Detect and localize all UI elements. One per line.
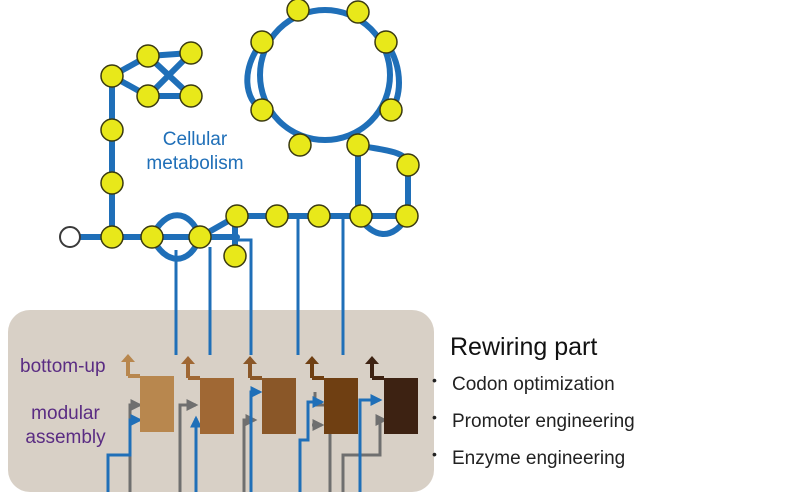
modular-assembly-label: modular assembly <box>18 402 113 450</box>
rewiring-title: Rewiring part <box>450 333 598 361</box>
module-2 <box>181 356 234 434</box>
rewiring-item-text: Codon optimization <box>452 374 615 395</box>
bullet-icon: • <box>432 372 437 388</box>
metabolism-line-1: Cellular <box>162 129 228 150</box>
module-5 <box>365 356 418 434</box>
rewiring-list: • Codon optimization • Promoter engineerin… <box>432 372 635 483</box>
module-1 <box>121 354 174 432</box>
bottom-up-label: bottom-up <box>20 356 106 377</box>
rewiring-item: • Promoter engineering <box>432 409 635 446</box>
rewiring-item-text: Promoter engineering <box>452 411 635 432</box>
modular-line-2: assembly <box>25 427 106 448</box>
rewiring-item: • Enzyme engineering <box>432 446 635 483</box>
module-3 <box>243 356 296 434</box>
rewiring-item: • Codon optimization <box>432 372 635 409</box>
enzyme-links <box>174 216 345 355</box>
enzyme-modules <box>121 354 418 434</box>
rewiring-item-text: Enzyme engineering <box>452 448 626 469</box>
cellular-metabolism-label: Cellular metabolism <box>120 128 270 176</box>
bullet-icon: • <box>432 446 437 462</box>
modular-line-1: modular <box>31 403 100 424</box>
bullet-icon: • <box>432 409 437 425</box>
metabolite-nodes <box>100 0 420 268</box>
module-4 <box>305 356 358 434</box>
start-node <box>59 226 81 248</box>
input-connectors <box>106 386 383 492</box>
metabolism-line-2: metabolism <box>146 153 244 174</box>
